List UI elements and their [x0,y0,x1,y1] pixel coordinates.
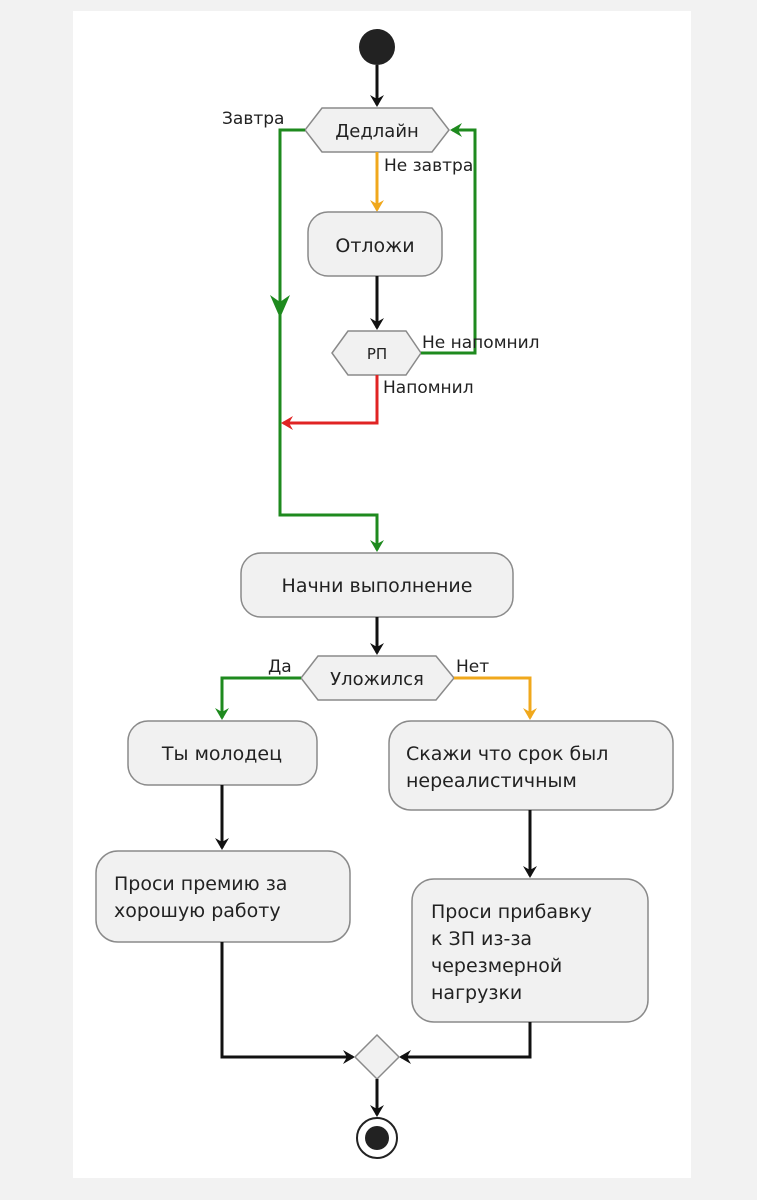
action-postpone: Отложи [307,211,443,277]
merge-diamond-icon [353,1033,401,1081]
action-bonus-line-1: Проси премию за [114,873,287,895]
end-node-icon [356,1117,398,1159]
action-start-execution-label: Начни выполнение [282,575,473,597]
edge-deadline-tomorrow [278,128,384,552]
edge-pm-not-reminded [421,123,477,355]
action-unrealistic-line-2: нереалистичным [406,770,577,792]
edge-bonus-to-merge [220,942,355,1064]
action-bonus: Проси премию за хорошую работу [95,850,351,943]
edge-pm-reminded [281,375,379,430]
action-raise-line-4: нагрузки [431,982,522,1004]
action-raise-line-3: черезмерной [431,955,562,977]
action-raise-line-1: Проси прибавку [431,901,592,923]
decision-pm: РП [331,330,422,376]
action-raise: Проси прибавку к ЗП из-за черезмерной на… [411,878,649,1023]
label-yes: Да [268,657,292,677]
label-not-reminded: Не напомнил [422,333,540,353]
action-unrealistic: Скажи что срок был нереалистичным [388,720,674,811]
label-tomorrow: Завтра [222,109,284,129]
start-node-icon [359,29,395,65]
edge-fit-yes [215,676,301,720]
label-not-tomorrow: Не завтра [384,156,473,176]
decision-pm-label: РП [367,345,387,363]
edge-fit-no [454,676,537,720]
action-good-job-label: Ты молодец [161,743,282,765]
label-no: Нет [456,657,489,677]
action-good-job: Ты молодец [127,720,318,786]
action-raise-line-2: к ЗП из-за [431,928,532,950]
action-unrealistic-line-1: Скажи что срок был [406,743,608,765]
action-start-execution: Начни выполнение [240,552,514,618]
action-postpone-label: Отложи [335,235,414,257]
decision-fit-label: Уложился [330,669,424,690]
action-bonus-line-2: хорошую работу [114,900,281,922]
decision-deadline: Дедлайн [304,107,450,153]
decision-deadline-label: Дедлайн [335,121,419,142]
decision-fit: Уложился [300,655,455,701]
label-reminded: Напомнил [383,378,474,398]
edge-arrow-mid-green [270,295,290,318]
edge-raise-to-merge [399,1022,532,1064]
